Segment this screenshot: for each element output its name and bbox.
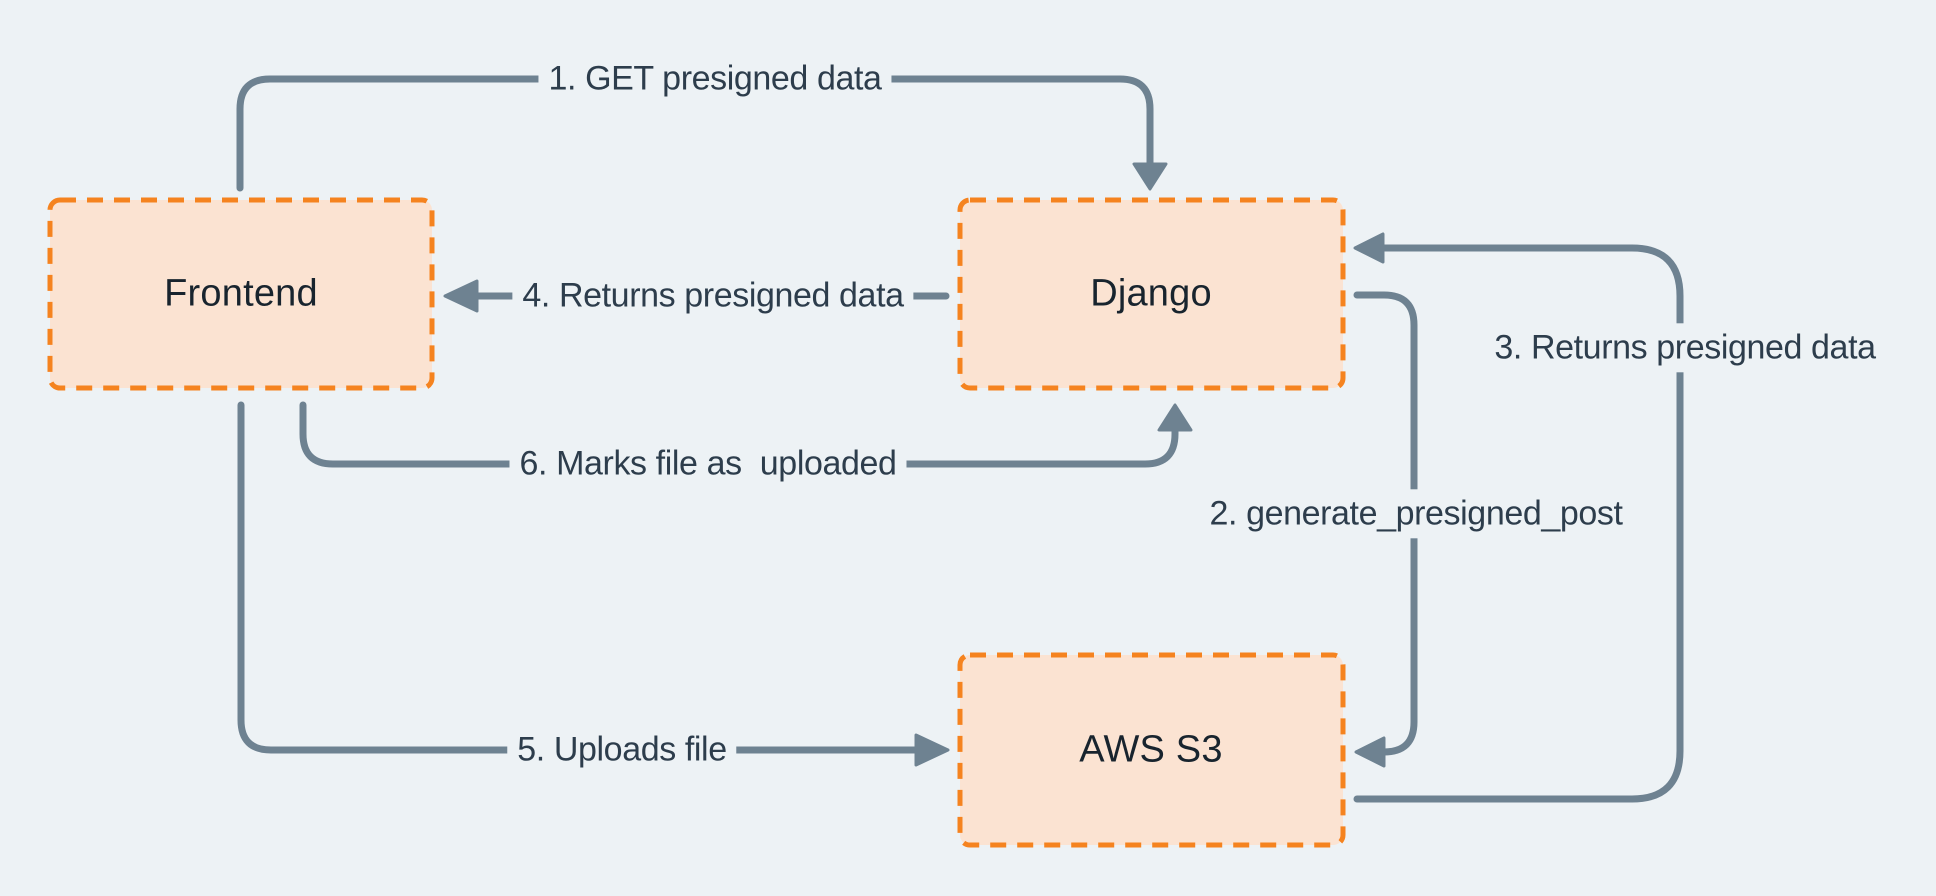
node-django-box: [957, 197, 1346, 391]
edge-label-returns-presigned-data-frontend: 4. Returns presigned data: [512, 271, 914, 321]
edge-1-arrowhead-down: [1132, 162, 1168, 191]
edge-label-returns-presigned-data-s3: 3. Returns presigned data: [1484, 323, 1886, 373]
edge-label-uploads-file: 5. Uploads file: [507, 725, 737, 775]
node-frontend-box: [47, 197, 435, 391]
edge-6-arrowhead-up: [1157, 403, 1193, 432]
edge-arrowheads: [443, 162, 1386, 768]
edge-label-generate-presigned-post: 2. generate_presigned_post: [1199, 489, 1633, 539]
edge-label-get-presigned-data: 1. GET presigned data: [538, 54, 892, 104]
edge-3-arrowhead-left: [1353, 232, 1385, 264]
edge-2-arrowhead-left: [1354, 736, 1386, 768]
node-boxes: [47, 197, 1346, 848]
node-label-django: Django: [1090, 272, 1212, 315]
edge-3-line: [1353, 244, 1684, 803]
edge-4-arrowhead-left: [443, 279, 479, 313]
node-label-aws-s3: AWS S3: [1079, 728, 1223, 771]
edge-5-arrowhead-right: [914, 733, 950, 767]
node-aws-s3-box: [957, 652, 1346, 848]
node-label-frontend: Frontend: [164, 272, 318, 315]
edge-label-marks-file-uploaded: 6. Marks file as uploaded: [509, 439, 907, 489]
edge-5-line: [237, 401, 921, 754]
